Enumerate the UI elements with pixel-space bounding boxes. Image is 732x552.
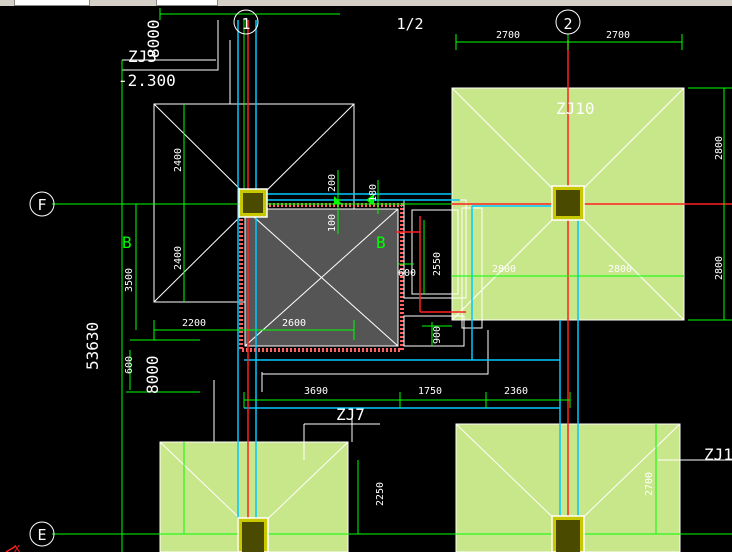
label-zj7: ZJ7 <box>336 405 365 424</box>
dim-900: 900 <box>432 326 443 344</box>
svg-text:X: X <box>14 544 20 552</box>
label-side-8000: 8000 <box>143 355 162 394</box>
dim-2550: 2550 <box>432 252 443 276</box>
axis-bubble-half[interactable]: 1/2 <box>396 15 423 33</box>
axis-bubble-1[interactable]: 1 <box>233 9 259 35</box>
toolbar-strip <box>0 0 732 6</box>
label-zj3: ZJ3 <box>128 47 157 66</box>
dim-2400-a: 2400 <box>173 148 184 172</box>
dim-3690: 3690 <box>304 386 328 397</box>
ucs-icon: X <box>5 544 20 552</box>
column-zj10[interactable] <box>551 185 585 221</box>
label-top-8000: 8000 <box>144 19 163 58</box>
dim-2200: 2200 <box>182 318 206 329</box>
dim-180: 180 <box>368 184 379 202</box>
axis-grid <box>52 8 732 552</box>
dim-2700-a: 2700 <box>496 30 520 41</box>
axis-bubble-2[interactable]: 2 <box>555 9 581 35</box>
column-zj3[interactable] <box>238 188 268 218</box>
axis-bubble-f[interactable]: F <box>29 191 55 217</box>
svg-text:1/2: 1/2 <box>396 15 423 33</box>
dim-2700-b: 2700 <box>606 30 630 41</box>
dim-2800-bottom-right: 2800 <box>714 256 725 280</box>
cad-drawing-canvas[interactable]: 1 1/2 2 F E X ZJ3 -2.300 ZJ10 ZJ7 ZJ1 80… <box>0 6 732 552</box>
dim-2700-c: 2700 <box>644 472 655 496</box>
section-b-left: B <box>122 233 132 252</box>
label-side-53630: 53630 <box>83 322 102 370</box>
dim-100: 100 <box>327 214 338 232</box>
column-zj7[interactable] <box>237 517 269 552</box>
svg-text:1: 1 <box>241 15 250 33</box>
column-zj-right[interactable] <box>551 515 585 552</box>
label-zj3-level: -2.300 <box>118 71 176 90</box>
dim-2400-b: 2400 <box>173 246 184 270</box>
dim-3500: 3500 <box>124 268 135 292</box>
elevator-pit[interactable] <box>239 203 404 352</box>
dim-2800-mid-right: 2800 <box>608 264 632 275</box>
dim-600-b: 600 <box>124 356 135 374</box>
dim-600: 600 <box>398 268 416 279</box>
axis-markers <box>334 194 374 206</box>
rebar-lines <box>247 20 732 552</box>
dim-2600: 2600 <box>282 318 306 329</box>
section-b-right: B <box>376 233 386 252</box>
dim-2800-mid-left: 2800 <box>492 264 516 275</box>
svg-text:F: F <box>37 196 46 214</box>
dim-2250: 2250 <box>375 482 386 506</box>
dim-200: 200 <box>327 174 338 192</box>
label-zj10: ZJ10 <box>556 99 595 118</box>
dim-1750: 1750 <box>418 386 442 397</box>
label-zj-right: ZJ1 <box>704 445 732 464</box>
axis-bubble-e[interactable]: E <box>29 521 55 547</box>
dim-2800-top-right: 2800 <box>714 136 725 160</box>
beam-lines <box>237 20 579 552</box>
toolbar-field-right[interactable] <box>156 0 218 6</box>
dim-2360: 2360 <box>504 386 528 397</box>
toolbar-field-left[interactable] <box>14 0 90 6</box>
svg-text:E: E <box>37 526 46 544</box>
svg-text:2: 2 <box>563 15 572 33</box>
